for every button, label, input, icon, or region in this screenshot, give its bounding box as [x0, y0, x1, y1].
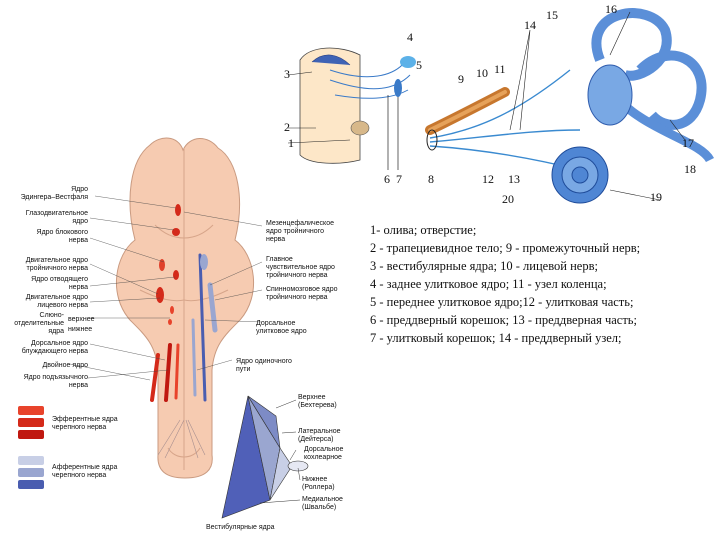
label-salivary-superior: верхнее — [68, 316, 95, 323]
vestibular-label-lateral: Латеральное (Дейтерса) — [298, 428, 341, 443]
afferent-legend-label: Афферентные ядра черепного нерва — [52, 464, 118, 479]
num-18: 18 — [684, 162, 696, 176]
num-8: 8 — [428, 172, 434, 186]
legend-line-2: 2 - трапециевидное тело; 9 - промежуточн… — [370, 241, 641, 255]
num-5: 5 — [416, 58, 422, 72]
vestibular-drawing — [221, 395, 309, 519]
num-14: 14 — [524, 18, 536, 32]
num-12: 12 — [482, 172, 494, 186]
label-principal-sensory-trigeminal: Главное чувствительное ядро тройничного … — [266, 256, 335, 279]
vestibular-label-inferior: Нижнее (Роллера) — [302, 476, 335, 491]
vestibular-label-dorsal-cochlear: Дорсальное кохлеарное — [304, 446, 344, 461]
num-2: 2 — [284, 120, 290, 134]
num-4: 4 — [407, 30, 413, 44]
label-edinger-westphal: Ядро Эдингера–Вестфаля — [20, 186, 88, 201]
ear-nerve-diagram: 1 2 3 4 5 6 7 8 9 10 11 12 13 14 15 16 1… — [280, 0, 720, 215]
label-trochlear-nucleus: Ядро блокового нерва — [36, 229, 88, 244]
label-abducens-nucleus: Ядро отводящего нерва — [31, 276, 88, 291]
label-vagus-dorsal: Дорсальное ядро блуждающего нерва — [21, 340, 88, 355]
num-17: 17 — [682, 136, 694, 150]
label-mesencephalic-trigeminal: Мезенцефалическое ядро тройничного нерва — [266, 220, 334, 243]
label-nucleus-ambiguus: Двойное ядро — [42, 362, 88, 369]
efferent-swatch-3 — [18, 430, 44, 439]
num-19: 19 — [650, 190, 662, 204]
label-dorsal-cochlear: Дорсальное улитковое ядро — [256, 320, 307, 335]
num-16: 16 — [605, 2, 617, 16]
label-oculomotor-nucleus: Глазодвигательное ядро — [25, 210, 88, 225]
label-salivary-nuclei: Слюно- отделительные ядра — [14, 312, 64, 335]
ear-drawing — [287, 8, 715, 204]
legend-line-3: 3 - вестибулярные ядра; 10 - лицевой нер… — [370, 259, 598, 273]
efferent-swatch-1 — [18, 406, 44, 415]
brainstem-drawing — [69, 137, 263, 479]
legend-line-7: 7 - улитковый корешок; 14 - преддверный … — [370, 331, 622, 345]
label-facial-motor: Двигательное ядро лицевого нерва — [25, 294, 88, 309]
legend-line-6: 6 - преддверный корешок; 13 - преддверна… — [370, 313, 637, 327]
num-13: 13 — [508, 172, 520, 186]
efferent-swatch-2 — [18, 418, 44, 427]
num-10: 10 — [476, 66, 488, 80]
label-spinal-trigeminal: Спинномозговое ядро тройничного нерва — [266, 286, 338, 301]
num-1: 1 — [288, 136, 294, 150]
num-9: 9 — [458, 72, 464, 86]
label-hypoglossal: Ядро подъязычного нерва — [23, 374, 88, 389]
num-11: 11 — [494, 62, 506, 76]
vestibular-label-medial: Медиальное (Швальбе) — [302, 496, 343, 511]
num-3: 3 — [284, 67, 290, 81]
vestibular-caption: Вестибулярные ядра — [206, 524, 275, 531]
afferent-swatch-1 — [18, 456, 44, 465]
label-salivary-inferior: нижнее — [68, 326, 93, 333]
num-20: 20 — [502, 192, 514, 206]
afferent-swatch-3 — [18, 480, 44, 489]
label-trigeminal-motor: Двигательное ядро тройничного нерва — [25, 257, 88, 272]
legend-line-1: 1- олива; отверстие; — [370, 223, 477, 237]
legend-line-5: 5 - переднее улитковое ядро;12 - улитков… — [370, 295, 634, 309]
vestibular-nuclei-inset: Верхнее (Бехтерева) Латеральное (Дейтерс… — [200, 388, 360, 538]
legend-line-4: 4 - заднее улитковое ядро; 11 - узел кол… — [370, 277, 607, 291]
efferent-legend-label: Эфферентные ядра черепного нерва — [52, 416, 118, 431]
num-15: 15 — [546, 8, 558, 22]
num-6: 6 — [384, 172, 390, 186]
afferent-swatch-2 — [18, 468, 44, 477]
label-solitary-nucleus: Ядро одиночного пути — [236, 358, 292, 373]
num-7: 7 — [396, 172, 402, 186]
brainstem-diagram: Ядро Эдингера–Вестфаля Глазодвигательное… — [0, 130, 360, 540]
vestibular-label-superior: Верхнее (Бехтерева) — [298, 394, 337, 409]
